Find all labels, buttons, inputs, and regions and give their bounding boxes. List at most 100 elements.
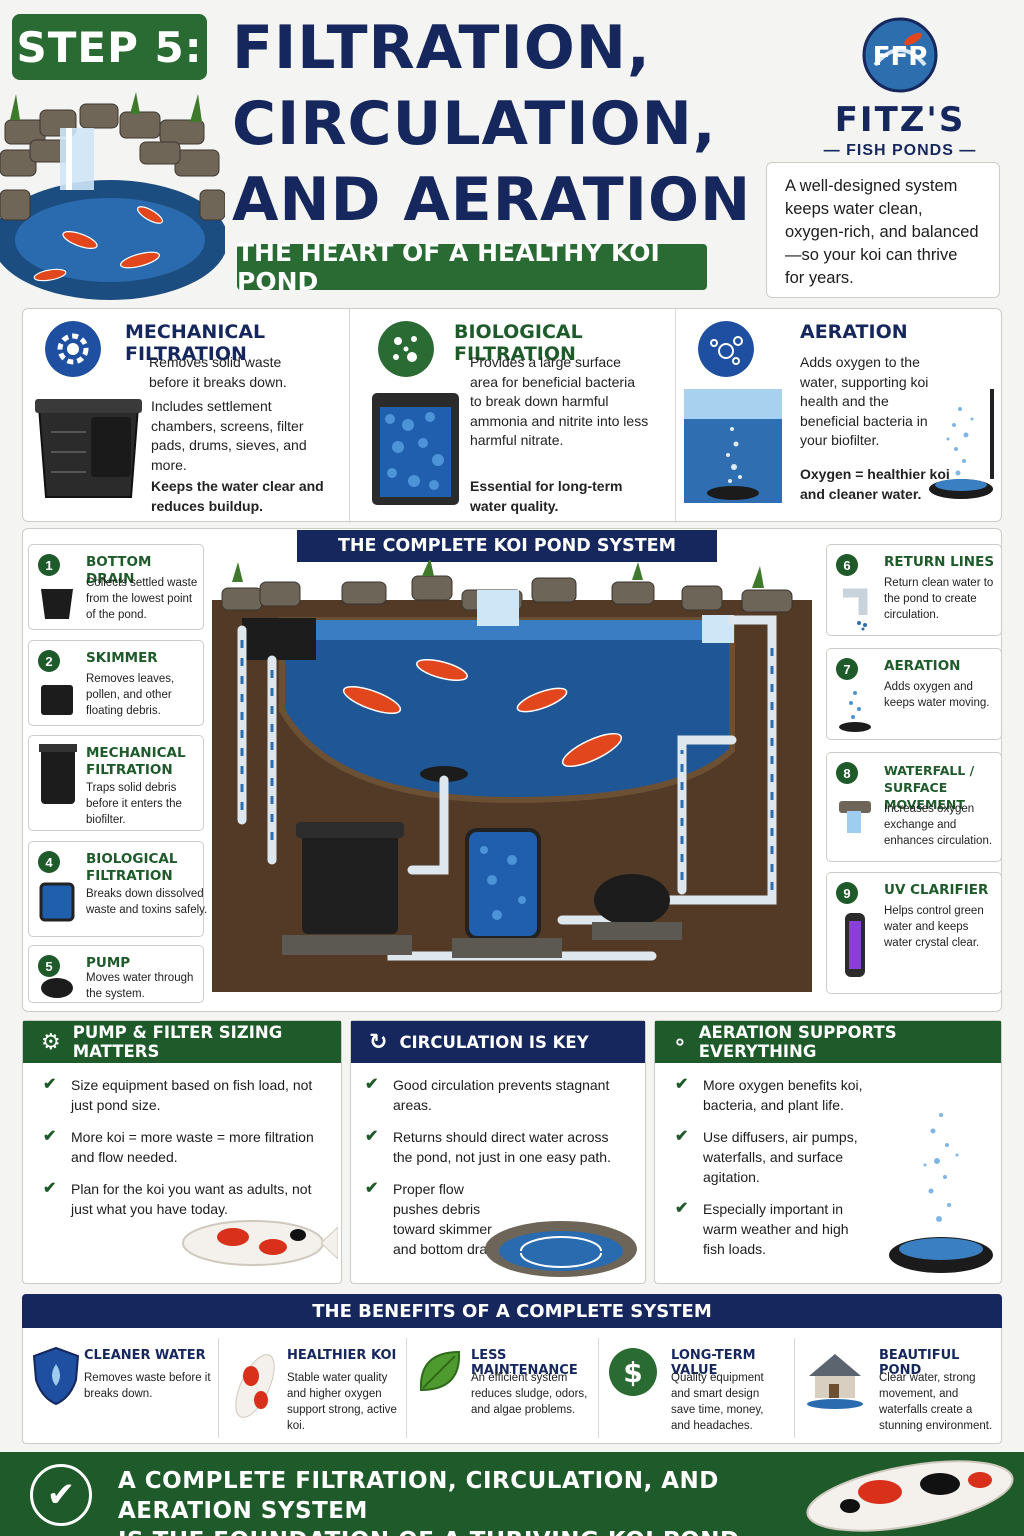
- mechanical-filter-box-icon: [35, 399, 142, 498]
- component-text: Collects settled waste from the lowest p…: [86, 577, 198, 621]
- intro-text: A well-designed system keeps water clean…: [766, 162, 1000, 298]
- air-diffuser-image: [889, 1113, 993, 1273]
- tip-header: ↻CIRCULATION IS KEY: [351, 1021, 645, 1063]
- component-text: Adds oxygen and keeps water moving.: [884, 681, 990, 709]
- component-uv-clarifier: 9 UV CLARIFIER Helps control green water…: [826, 872, 1002, 994]
- mechanical-filtration-panel: MECHANICAL FILTRATION Removes solid wast…: [23, 309, 349, 523]
- waterfall-icon: [839, 801, 871, 833]
- pump-icon: [41, 978, 73, 998]
- component-skimmer: 2 SKIMMER Removes leaves, pollen, and ot…: [28, 640, 204, 726]
- logo-name: FITZ'S: [834, 100, 966, 140]
- component-text: Removes leaves, pollen, and other floati…: [86, 673, 175, 717]
- uv-lamp-icon: [845, 913, 865, 977]
- list-item: Proper flow pushes debris toward skimmer…: [361, 1179, 631, 1259]
- aeration-support-panel: ∘AERATION SUPPORTS EVERYTHING More oxyge…: [654, 1020, 1002, 1284]
- title-line-2: CIRCULATION,: [232, 89, 717, 159]
- component-number: 5: [38, 955, 60, 977]
- component-title: BIOLOGICAL FILTRATION: [86, 851, 178, 884]
- component-title: SKIMMER: [86, 650, 158, 666]
- bottom-drain-icon: [41, 589, 73, 619]
- component-number: 1: [38, 554, 60, 576]
- panel-title: BIOLOGICAL FILTRATION: [454, 321, 583, 365]
- aeration-panel: AERATION Adds oxygen to the water, suppo…: [675, 309, 1003, 523]
- subtitle-banner: THE HEART OF A HEALTHY KOI POND: [237, 238, 707, 296]
- component-number: 9: [836, 882, 858, 904]
- benefit-title: HEALTHIER KOI: [287, 1348, 397, 1363]
- panel-title: MECHANICAL FILTRATION: [125, 321, 266, 365]
- house-icon: [807, 1354, 863, 1409]
- benefit-text: An efficient system reduces sludge, odor…: [471, 1372, 588, 1416]
- component-number: 6: [836, 554, 858, 576]
- return-pipe-icon: [843, 588, 868, 631]
- logo-subtitle: — FISH PONDS —: [823, 142, 977, 159]
- bubbles-icon: ∘: [673, 1029, 687, 1055]
- air-stone-diffuser-icon: [929, 389, 994, 499]
- logo-monogram: FFP: [873, 42, 928, 72]
- bubbles-icon: [698, 321, 754, 377]
- pond-waterfall-illustration: [0, 90, 225, 300]
- footer-message: A COMPLETE FILTRATION, CIRCULATION, AND …: [118, 1466, 818, 1536]
- benefit-text: Removes waste before it breaks down.: [84, 1372, 211, 1400]
- koi-fish-image: [182, 1220, 338, 1266]
- step-badge: STEP 5:: [12, 14, 207, 80]
- pump-sizing-panel: ⚙PUMP & FILTER SIZING MATTERS Size equip…: [22, 1020, 342, 1284]
- list-item: Especially important in warm weather and…: [671, 1199, 871, 1259]
- component-return-lines: 6 RETURN LINES Return clean water to the…: [826, 544, 1002, 636]
- panel-text: Removes solid waste before it breaks dow…: [149, 354, 287, 390]
- benefit-less-maintenance: LESS MAINTENANCE An efficient system red…: [406, 1338, 598, 1438]
- benefit-text: Quality equipment and smart design save …: [671, 1372, 764, 1432]
- shield-icon: [32, 1346, 80, 1406]
- panel-text: Keeps the water clear and reduces buildu…: [151, 478, 324, 514]
- component-text: Helps control green water and keeps wate…: [884, 905, 984, 949]
- list-item: Plan for the koi you want as adults, not…: [39, 1179, 327, 1219]
- title-line-3: AND AERATION: [232, 165, 752, 235]
- benefit-text: Clear water, strong movement, and waterf…: [879, 1372, 993, 1432]
- panel-text: Adds oxygen to the water, supporting koi…: [800, 354, 929, 448]
- component-number: 4: [38, 851, 60, 873]
- benefit-long-term-value: $ LONG-TERM VALUE Quality equipment and …: [598, 1338, 794, 1438]
- gear-icon: [45, 321, 101, 377]
- panel-text: Oxygen = healthier koi and cleaner water…: [800, 466, 950, 502]
- pond-system-diagram: [212, 560, 812, 992]
- tip-header: ∘AERATION SUPPORTS EVERYTHING: [655, 1021, 1001, 1063]
- tip-list: Good circulation prevents stagnant areas…: [361, 1075, 631, 1271]
- refresh-icon: ↻: [369, 1029, 388, 1055]
- logo-emblem-icon: FFP: [862, 17, 938, 93]
- list-item: Size equipment based on fish load, not j…: [39, 1075, 327, 1115]
- component-text: Breaks down dissolved waste and toxins s…: [86, 888, 208, 916]
- mechanical-filter-icon: [39, 744, 77, 804]
- aerator-icon: [839, 691, 871, 732]
- component-title: AERATION: [884, 658, 961, 674]
- tip-title: PUMP & FILTER SIZING MATTERS: [72, 1023, 283, 1061]
- panel-title: AERATION: [800, 321, 908, 343]
- component-title: WATERFALL / SURFACE MOVEMENT: [884, 763, 975, 812]
- tip-header: ⚙PUMP & FILTER SIZING MATTERS: [23, 1021, 341, 1063]
- check-circle-icon: ✔: [30, 1464, 92, 1526]
- underwater-diffuser-icon: [684, 389, 782, 503]
- component-text: Traps solid debris before it enters the …: [86, 782, 182, 826]
- benefit-text: Stable water quality and higher oxygen s…: [287, 1372, 397, 1432]
- component-bottom-drain: 1 BOTTOM DRAIN Collects settled waste fr…: [28, 544, 204, 630]
- tip-list: More oxygen benefits koi, bacteria, and …: [671, 1075, 871, 1271]
- benefit-title: LONG-TERM VALUE: [671, 1348, 756, 1378]
- benefit-title: BEAUTIFUL POND: [879, 1348, 960, 1378]
- panel-text: Essential for long-term water quality.: [470, 478, 623, 514]
- component-mechanical-filtration: MECHANICAL FILTRATION Traps solid debris…: [28, 735, 204, 831]
- footer-line-1: A COMPLETE FILTRATION, CIRCULATION, AND …: [118, 1468, 719, 1524]
- bacteria-icon: [378, 321, 434, 377]
- svg-text:$: $: [623, 1356, 642, 1389]
- component-text: Return clean water to the pond to create…: [884, 577, 994, 621]
- list-item: More oxygen benefits koi, bacteria, and …: [671, 1075, 871, 1115]
- title-line-1: FILTRATION,: [232, 13, 651, 83]
- component-number: 7: [836, 658, 858, 680]
- biofilter-media-icon: [372, 393, 459, 505]
- page-title: FILTRATION, CIRCULATION, AND AERATION: [232, 10, 752, 238]
- benefit-beautiful-pond: BEAUTIFUL POND Clear water, strong movem…: [794, 1338, 1002, 1438]
- component-pump: 5 PUMP Moves water through the system.: [28, 945, 204, 1003]
- component-title: RETURN LINES: [884, 554, 995, 570]
- list-item: Returns should direct water across the p…: [361, 1127, 631, 1167]
- filtration-types-section: MECHANICAL FILTRATION Removes solid wast…: [22, 308, 1003, 523]
- biological-filtration-panel: BIOLOGICAL FILTRATION Provides a large s…: [349, 309, 675, 523]
- component-number: 2: [38, 650, 60, 672]
- benefit-title: LESS MAINTENANCE: [471, 1348, 578, 1378]
